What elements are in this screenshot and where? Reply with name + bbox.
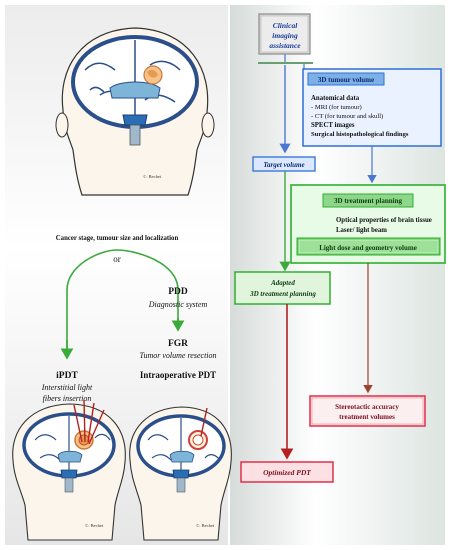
fgr-subtitle: Tumor volume resection (139, 351, 216, 360)
fgr-title: FGR (168, 339, 188, 349)
ipdt-subtitle-2: fibers insertion (43, 394, 92, 403)
stereotactic-line-2: treatment volumes (339, 413, 395, 421)
clinical-line-1: Clinical (273, 21, 299, 30)
light-dose-label: Light dose and geometry volume (319, 244, 417, 252)
target-volume-label: Target volume (263, 161, 304, 169)
stereotactic-box: Stereotactic accuracy treatment volumes (309, 395, 426, 427)
clinical-line-3: assistance (269, 41, 301, 50)
adapted-line-1: Adapted (270, 279, 295, 287)
anatomical-ct: - CT (for tumour and skull) (311, 113, 383, 120)
head-illustration-ipdt: ©. Bechet (12, 399, 126, 541)
ipdt-title: iPDT (56, 371, 78, 381)
signature-top: ©. Bechet (143, 174, 162, 179)
adapted-planning-box: Adapted 3D treatment planning (234, 271, 331, 305)
tumour-volume-box: 3D tumour volume Anatomical data - MRI (… (302, 68, 442, 147)
anatomical-mri: - MRI (for tumour) (311, 104, 362, 111)
clinical-line-2: imaging (272, 31, 298, 40)
laser-beam: Laser/ light beam (336, 227, 387, 234)
signature-intraop: ©. Bechet (196, 523, 215, 528)
head-illustration-top: ©. Bechet (55, 27, 215, 196)
anatomical-title: Anatomical data (311, 95, 360, 102)
treatment-planning-title: 3D treatment planning (334, 197, 402, 205)
tumour-volume-title: 3D tumour volume (318, 76, 374, 84)
staging-text: Cancer stage, tumour size and localizati… (56, 235, 179, 242)
or-label: or (113, 254, 121, 264)
pdd-subtitle: Diagnostic system (148, 300, 208, 309)
clinical-imaging-box: Clinical imaging assistance (258, 13, 311, 55)
target-volume-box: Target volume (252, 156, 316, 172)
pdd-title: PDD (168, 287, 188, 297)
signature-ipdt: ©. Bechet (85, 523, 104, 528)
intraop-title: Intraoperative PDT (140, 370, 216, 380)
branch-arc (66, 249, 179, 355)
surgical-label: Surgical histopathological findings (311, 131, 409, 138)
optimized-pdt-label: Optimized PDT (263, 468, 311, 477)
optimized-pdt-box: Optimized PDT (240, 461, 334, 483)
optical-properties: Optical properties of brain tissue (336, 217, 432, 224)
head-illustration-intraop: ©. Bechet (129, 406, 232, 541)
adapted-line-2: 3D treatment planning (249, 290, 316, 298)
spect-label: SPECT images (311, 122, 355, 129)
ipdt-subtitle-1: Interstitial light (41, 383, 93, 392)
stereotactic-line-1: Stereotactic accuracy (335, 403, 399, 411)
treatment-planning-box: 3D treatment planning Optical properties… (290, 184, 446, 264)
